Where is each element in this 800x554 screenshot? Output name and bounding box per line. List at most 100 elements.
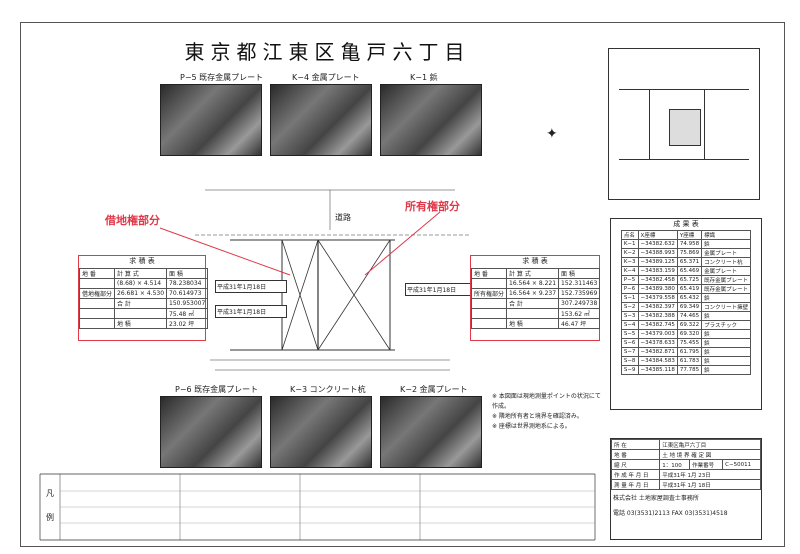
photo-k4 (270, 84, 372, 156)
table-cell: −34382.745 (637, 320, 678, 330)
table-cell: 65.432 (676, 293, 703, 303)
table-cell: 69.322 (676, 320, 703, 330)
table-cell: 65.419 (676, 284, 703, 294)
location-map (608, 48, 760, 200)
table-cell: −34382.458 (637, 275, 678, 285)
table-cell: 鋲 (701, 311, 752, 321)
table-cell: 鋲 (701, 365, 752, 375)
table-cell: S−7 (620, 347, 639, 357)
table-cell: −34389.380 (637, 284, 678, 294)
table-cell: K−3 (620, 257, 639, 267)
drawing-sheet (20, 22, 785, 547)
table-cell: 69.349 (676, 302, 703, 312)
table-cell: 既存金属プレート (701, 275, 752, 285)
table-cell: 65.371 (676, 257, 703, 267)
page-title: 東京都江東区亀戸六丁目 (184, 40, 471, 64)
table-cell: S−3 (620, 311, 639, 321)
table-cell: P−6 (620, 284, 639, 294)
table-cell: 標識 (701, 230, 752, 240)
table-cell: −34382.388 (637, 311, 678, 321)
table-cell: Y座標 (676, 230, 703, 240)
table-cell: S−1 (620, 293, 639, 303)
table-cell: 74.465 (676, 311, 703, 321)
table-cell: S−4 (620, 320, 639, 330)
table-cell: 金属プレート (701, 248, 752, 258)
note-box-3: 平成31年1月18日 (405, 283, 477, 296)
photo-k1 (380, 84, 482, 156)
table-cell: S−8 (620, 356, 639, 366)
table-cell: 61.795 (676, 347, 703, 357)
photo-caption-k3: K−3 コンクリート杭 (290, 385, 366, 394)
table-cell: 69.320 (676, 329, 703, 339)
notes: ※ 本図面は現地測量ポイントの状況にて作成。 ※ 隣地所有者と境界を確認済み。 … (492, 393, 601, 430)
table-cell: 鋲 (701, 293, 752, 303)
table-cell: 75.455 (676, 338, 703, 348)
table-cell: −34382.871 (637, 347, 678, 357)
table-cell: K−1 (620, 239, 639, 249)
table-cell: コンクリート擁壁 (701, 302, 752, 312)
photo-caption-p6: P−6 既存金属プレート (175, 385, 259, 394)
table-cell: P−5 (620, 275, 639, 285)
road-label: 道路 (335, 213, 351, 222)
table-cell: −34383.159 (637, 266, 678, 276)
table-cell: 65.469 (676, 266, 703, 276)
table-cell: 61.783 (676, 356, 703, 366)
photo-caption-k4: K−4 金属プレート (292, 73, 360, 82)
table-cell: 鋲 (701, 347, 752, 357)
photo-caption-p5: P−5 既存金属プレート (180, 73, 264, 82)
table-cell: コンクリート杭 (701, 257, 752, 267)
table-cell: −34379.558 (637, 293, 678, 303)
table-cell: 鋲 (701, 356, 752, 366)
table-cell: 75.869 (676, 248, 703, 258)
table-cell: X座標 (637, 230, 678, 240)
table-cell: S−2 (620, 302, 639, 312)
table-cell: K−4 (620, 266, 639, 276)
table-cell: 既存金属プレート (701, 284, 752, 294)
photo-caption-k1: K−1 鋲 (410, 73, 438, 82)
ownership-label: 所有権部分 (405, 200, 460, 213)
table-cell: 77.785 (676, 365, 703, 375)
table-cell: −34384.583 (637, 356, 678, 366)
table-cell: プラスチック (701, 320, 752, 330)
table-cell: 65.725 (676, 275, 703, 285)
note-box-1: 平成31年1月18日 (215, 280, 287, 293)
note-box-2: 平成31年1月18日 (215, 305, 287, 318)
photo-p5 (160, 84, 262, 156)
table-cell: 点名 (620, 230, 639, 240)
table-cell: −34378.633 (637, 338, 678, 348)
table-cell: S−9 (620, 365, 639, 375)
table-cell: 鋲 (701, 329, 752, 339)
table-cell: −34382.632 (637, 239, 678, 249)
table-cell: −34385.118 (637, 365, 678, 375)
table-cell: K−2 (620, 248, 639, 258)
table-cell: −34389.125 (637, 257, 678, 267)
table-cell: 鋲 (701, 239, 752, 249)
table-cell: −34388.993 (637, 248, 678, 258)
photo-caption-k2: K−2 金属プレート (400, 385, 468, 394)
table-cell: −34382.397 (637, 302, 678, 312)
table-cell: 74.958 (676, 239, 703, 249)
table-cell: S−5 (620, 329, 639, 339)
table-cell: S−6 (620, 338, 639, 348)
table-cell: 金属プレート (701, 266, 752, 276)
legend-label-2: 例 (46, 513, 54, 522)
table-cell: −34379.003 (637, 329, 678, 339)
leasehold-label: 借地権部分 (105, 214, 160, 227)
